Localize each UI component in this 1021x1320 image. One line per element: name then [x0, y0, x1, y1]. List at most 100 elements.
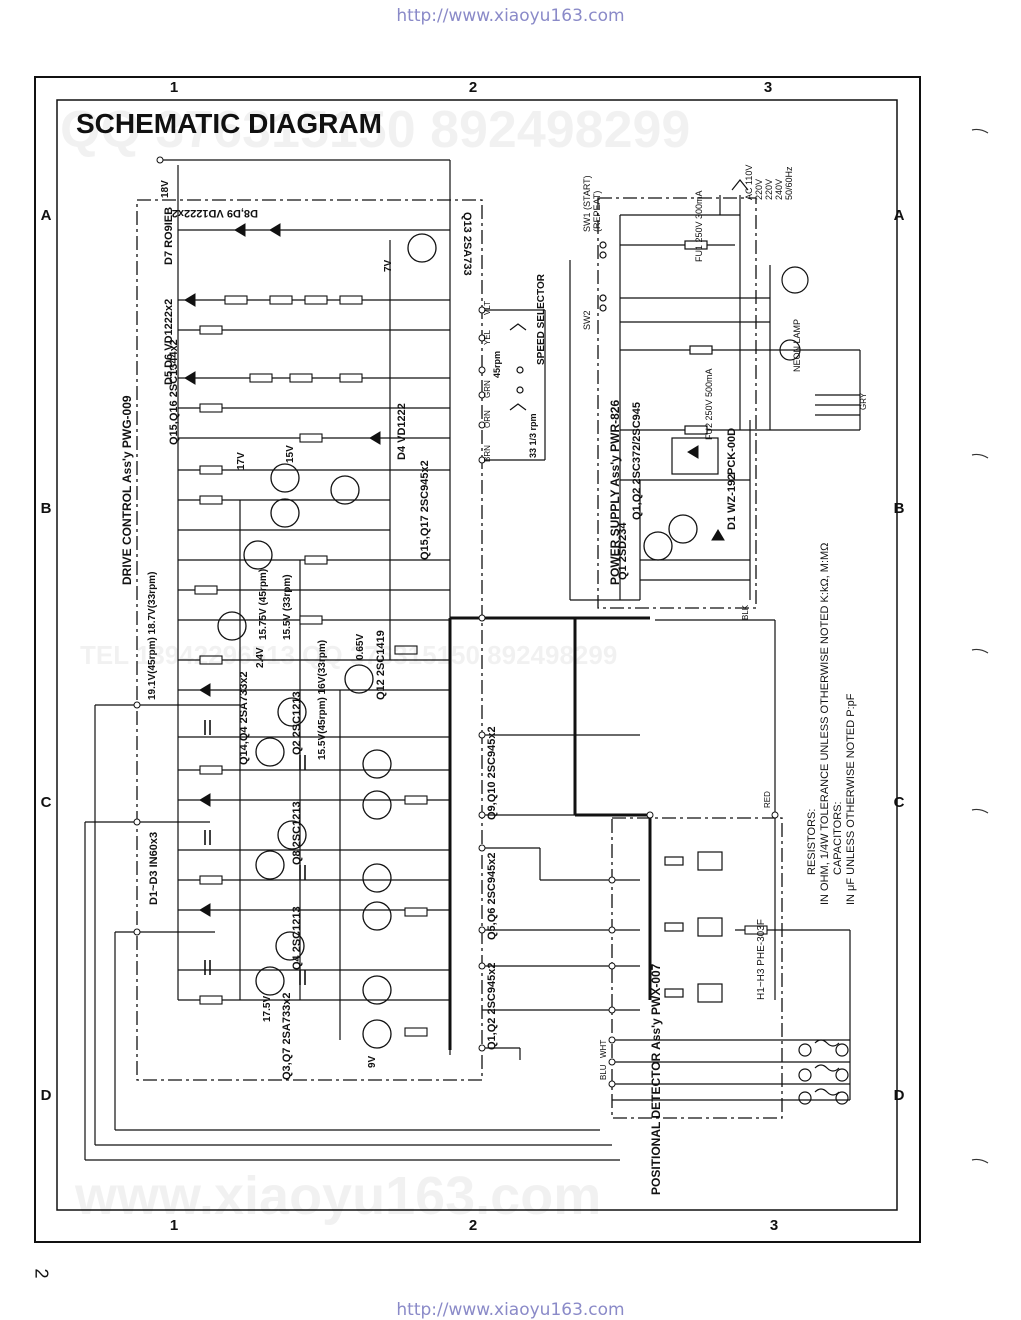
- source-url-top[interactable]: http://www.xiaoyu163.com: [396, 6, 625, 26]
- label-q12: Q12 2SC1419: [375, 630, 387, 700]
- grid-col-bottom-1: 1: [170, 1217, 178, 1234]
- note-resistors: RESISTORS:: [806, 809, 818, 875]
- voltage-17v: 17V: [236, 452, 247, 470]
- drive-assembly-label: DRIVE CONTROL Ass'y PWG-009: [120, 395, 134, 585]
- transistor-labels: Q13 2SA733 Q15,Q16 2SC1344x2 Q15,Q17 2SC…: [168, 212, 643, 1080]
- watermark-top: QQ 376315150 892498299: [60, 101, 691, 159]
- ground-wire-blk: [448, 616, 652, 1050]
- transistor-q8: [277, 820, 307, 850]
- wire-wht: WHT: [599, 1040, 608, 1058]
- transistor-q7: [255, 850, 285, 880]
- grid-row-left-c: C: [41, 794, 52, 811]
- source-url-bottom[interactable]: http://www.xiaoyu163.com: [396, 1300, 625, 1320]
- transistor-q3: [255, 966, 285, 996]
- positional-detector-board: [611, 817, 783, 1119]
- wire-color-labels: YEL GRN ORN BRN VLT BLK RED WHT BLU GRY: [483, 301, 868, 1080]
- component-notes: RESISTORS: IN OHM, 1/4W TOLERANCE UNLESS…: [756, 543, 857, 1000]
- voltage-0-65v: 0.65V: [355, 634, 366, 660]
- connector-rails: [85, 619, 851, 1161]
- transistor-ps-q2: [668, 514, 698, 544]
- grid-row-left-a: A: [41, 207, 52, 224]
- diode-labels: D7 RO9IEB D8,D9 VD1222x2 D5,D6 VD1222x2 …: [148, 207, 738, 905]
- label-d5-d6: D5,D6 VD1222x2: [163, 299, 175, 385]
- transistor-q11: [255, 737, 285, 767]
- note-capacitors: CAPACITORS:: [832, 801, 844, 875]
- transistor-q12: [344, 664, 374, 694]
- label-q5-q6: Q5,Q6 2SC945x2: [486, 853, 498, 940]
- power-supply-board: [597, 197, 757, 609]
- transistor-q5: [243, 540, 273, 570]
- voltage-18v: 18V: [160, 180, 171, 198]
- transistor-q2b: [362, 1019, 392, 1049]
- wire-orn: ORN: [483, 410, 492, 428]
- label-q15-q17: Q15,Q17 2SC945x2: [419, 460, 431, 560]
- wire-brn: BRN: [483, 445, 492, 462]
- ac-240v: 240V: [774, 179, 784, 200]
- transistor-q9: [362, 790, 392, 820]
- transistor-q4: [275, 931, 305, 961]
- switch-sw2: SW2: [582, 310, 592, 330]
- diagram-title: SCHEMATIC DIAGRAM: [76, 108, 382, 139]
- voltage-15-5v: 15.5V (33rpm): [282, 574, 293, 640]
- ac-220v-b: 220V: [764, 179, 774, 200]
- fuse-fu1: FU1 250V 300mA: [694, 190, 704, 262]
- label-pck00d: PCK-00D: [726, 428, 738, 475]
- motor-coils: [798, 1039, 849, 1105]
- speed-33rpm: 33 1/3 rpm: [528, 413, 538, 458]
- speed-45rpm: 45rpm: [492, 351, 502, 378]
- power-section: [569, 179, 861, 601]
- wire-yel: YEL: [483, 329, 492, 345]
- watermark-middle: TEL 13942296513 QQ 376315150 892498299: [80, 640, 618, 670]
- ac-220v-a: 220V: [754, 179, 764, 200]
- wire-blk: BLK: [741, 604, 750, 620]
- connection-nodes: [133, 156, 779, 1088]
- label-wz192: D1 WZ-192: [726, 474, 738, 530]
- speed-selector-label: SPEED SELECTOR: [536, 273, 547, 365]
- transistor-q5b: [362, 901, 392, 931]
- label-q8-2sc1213: Q8 2SC1213: [291, 801, 303, 865]
- resistors: [194, 295, 768, 1037]
- label-q14-q4: Q14,Q4 2SA733x2: [238, 671, 250, 765]
- wire-gry: GRY: [859, 392, 868, 410]
- drive-bus-lines: [84, 159, 451, 1160]
- voltage-19-1v: 19.1V(45rpm) 18.7V(33rpm): [147, 572, 158, 700]
- switch-repeat: (REPEAT): [592, 191, 602, 232]
- voltage-15v: 15V: [285, 445, 296, 463]
- grid-row-left-d: D: [41, 1087, 52, 1104]
- voltage-9v: 9V: [367, 1055, 378, 1068]
- note-capacitor-detail: IN μF UNLESS OTHERWISE NOTED P:pF: [845, 693, 857, 905]
- page-number: 2: [31, 1268, 52, 1279]
- label-q3-q7: Q3,Q7 2SA733x2: [281, 993, 293, 1080]
- label-d1-d3: D1~D3 IN60x3: [148, 832, 160, 905]
- grid-row-right-d: D: [894, 1087, 905, 1104]
- wire-red: RED: [763, 791, 772, 808]
- outer-frame: [34, 76, 921, 1243]
- transistor-q17: [330, 475, 360, 505]
- drive-control-board: [136, 199, 483, 1081]
- inner-frame: [56, 99, 898, 1211]
- transistor-q13: [407, 233, 437, 263]
- note-resistor-detail: IN OHM, 1/4W TOLERANCE UNLESS OTHERWISE …: [819, 543, 831, 905]
- hall-elements: [664, 851, 723, 1003]
- voltage-15-5v-45rpm: 15.5V(45rpm) 16V(33rpm): [317, 640, 328, 760]
- power-input-labels: AC 110V 220V 220V 240V 50/60Hz SW1 (STAR…: [582, 165, 802, 440]
- grid-col-bottom-2: 2: [469, 1217, 477, 1234]
- label-q13: Q13 2SA733: [461, 212, 473, 276]
- transistor-ps-q1: [643, 531, 673, 561]
- grid-row-left-b: B: [41, 500, 52, 517]
- label-q9-q10: Q9,Q10 2SC945x2: [486, 726, 498, 820]
- label-ps-q1-q2: Q1,Q2 2SC372/2SC945: [631, 402, 643, 520]
- switch-sw1-start: SW1 (START): [582, 175, 592, 232]
- voltage-15-75v: 15.75V (45rpm): [258, 569, 269, 640]
- grid-col-top-2: 2: [469, 79, 477, 96]
- label-q15-q16: Q15,Q16 2SC1344x2: [168, 339, 180, 445]
- grid-row-right-b: B: [894, 500, 905, 517]
- grid-labels: 1 2 3 1 2 3 A B C D A B C D: [41, 79, 905, 1234]
- label-d4: D4 VD1222: [396, 403, 408, 460]
- fuse-fu2: FU2 250V 500mA: [704, 368, 714, 440]
- voltage-2-4v: 2.4V: [255, 647, 266, 668]
- watermark-bottom: www.xiaoyu163.com: [75, 1166, 602, 1226]
- margin-ticks: [971, 128, 989, 1164]
- wire-grn: GRN: [483, 380, 492, 398]
